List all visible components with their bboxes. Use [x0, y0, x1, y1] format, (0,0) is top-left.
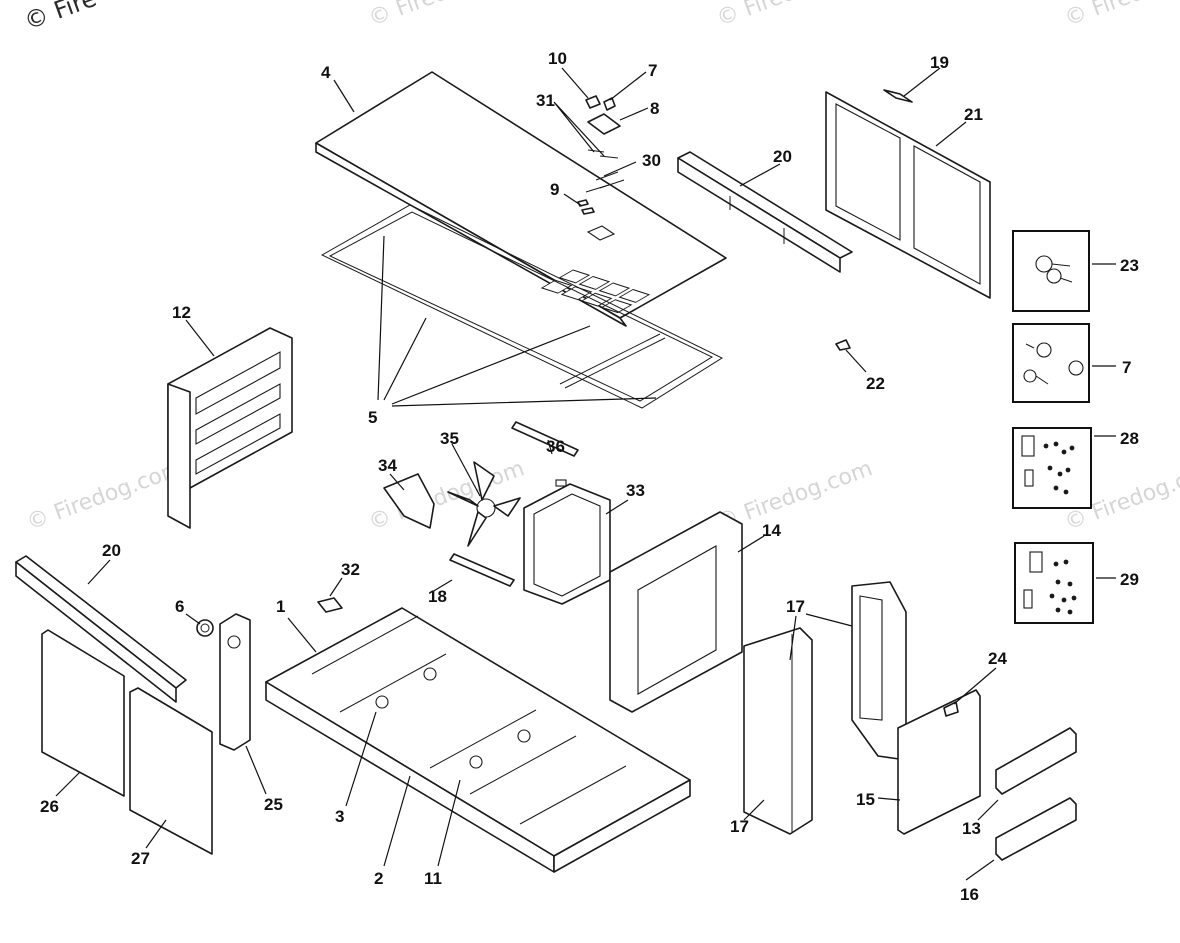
callout-28: 28: [1120, 429, 1139, 448]
callout-5: 5: [368, 408, 377, 427]
callout-labels: 4 10 7 8 31 30 9 20 19 21 23 7 22 28 29 …: [40, 49, 1139, 904]
callout-20: 20: [102, 541, 121, 560]
callout-24: 24: [988, 649, 1007, 668]
callout-8: 8: [650, 99, 659, 118]
part-12-side-rack: [167, 327, 293, 529]
part-17-corner-panel: [743, 627, 813, 835]
watermark: © Firedog.com: [1062, 0, 1180, 32]
part-27-door: [129, 687, 213, 855]
callout-18: 18: [428, 587, 447, 606]
leader-lines: [55, 67, 1116, 881]
callout-17: 17: [730, 817, 749, 836]
part-16-rail: [995, 797, 1077, 861]
callout-11: 11: [424, 869, 442, 888]
callout-13: 13: [962, 819, 981, 838]
callout-20: 20: [773, 147, 792, 166]
part-34-fan-guard: [383, 473, 435, 529]
callout-12: 12: [172, 303, 191, 322]
callout-32: 32: [341, 560, 360, 579]
part-19-handle: [883, 89, 913, 103]
callout-14: 14: [762, 521, 781, 540]
callout-2: 2: [374, 869, 383, 888]
callout-27: 27: [131, 849, 150, 868]
callout-7: 7: [1122, 358, 1131, 377]
callout-22: 22: [866, 374, 885, 393]
callout-25: 25: [264, 795, 283, 814]
part-28-hinge-kit-box: [1012, 427, 1092, 509]
part-26-door: [41, 629, 125, 797]
callout-34: 34: [378, 456, 397, 475]
part-7-lock-box: [1012, 323, 1090, 403]
part-36-upper-hose: [511, 421, 579, 457]
part-17-side-panel: [851, 581, 907, 761]
part-33-radiator: [523, 479, 611, 605]
watermark: © Firedog.com: [366, 0, 528, 32]
part-23-key-lock-box: [1012, 230, 1090, 312]
part-15-side-door: [897, 689, 981, 835]
callout-23: 23: [1120, 256, 1139, 275]
callout-1: 1: [276, 597, 285, 616]
watermark: © Firedog.com: [714, 0, 876, 32]
callout-7: 7: [648, 61, 657, 80]
callout-21: 21: [964, 105, 983, 124]
callout-36: 36: [546, 437, 565, 456]
part-32-bracket: [317, 597, 343, 613]
callout-10: 10: [548, 49, 567, 68]
part-5-gasket: [320, 204, 724, 409]
watermark-corner: © Fire: [20, 0, 100, 36]
callout-19: 19: [930, 53, 949, 72]
part-25-post: [219, 613, 251, 751]
part-13-rail: [995, 727, 1077, 795]
callout-30: 30: [642, 151, 661, 170]
part-4-roof-panel: [315, 71, 727, 327]
part-21-door-frame: [825, 91, 991, 299]
callout-17: 17: [786, 597, 805, 616]
callout-3: 3: [335, 807, 344, 826]
part-35-fan-blade: [447, 461, 521, 547]
part-22-clip: [835, 339, 851, 351]
callout-16: 16: [960, 885, 979, 904]
callout-4: 4: [321, 63, 331, 82]
callout-9: 9: [550, 180, 559, 199]
part-24-label: [943, 701, 959, 717]
watermark: © Firedog.com: [24, 456, 186, 535]
callout-6: 6: [175, 597, 184, 616]
callout-29: 29: [1120, 570, 1139, 589]
callout-26: 26: [40, 797, 59, 816]
part-20-front-rail: [15, 555, 187, 703]
part-14-end-panel: [609, 511, 743, 713]
callout-33: 33: [626, 481, 645, 500]
callout-15: 15: [856, 790, 875, 809]
part-20-rear-rail: [677, 151, 853, 273]
part-29-hinge-kit-box: [1014, 542, 1094, 624]
part-6-gauge: [196, 619, 214, 637]
part-18-lower-hose: [449, 553, 515, 587]
callout-35: 35: [440, 429, 459, 448]
callout-31: 31: [536, 91, 555, 110]
